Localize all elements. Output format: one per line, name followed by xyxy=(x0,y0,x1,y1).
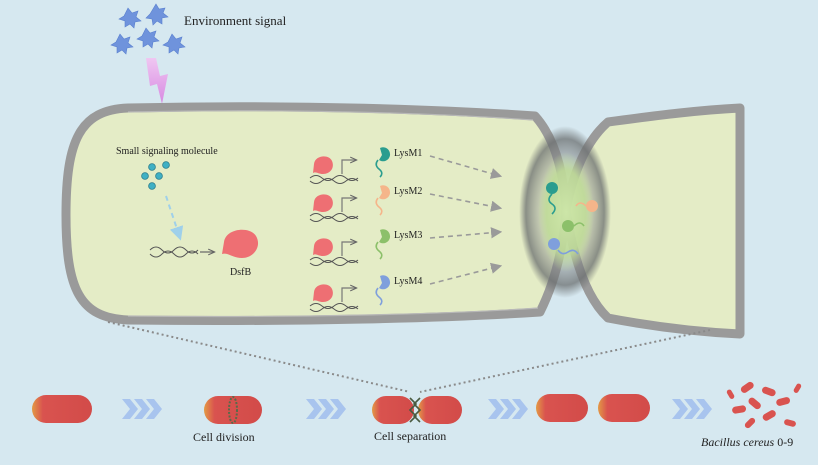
species-strain: 0-9 xyxy=(774,435,793,449)
signal-particle-icon xyxy=(145,3,169,26)
lysm4-label: LysM4 xyxy=(394,276,422,287)
septum-lysins xyxy=(546,182,598,255)
lysin-row-4: LysM4 xyxy=(309,262,503,312)
lysin-row-2: LysM2 xyxy=(309,185,503,222)
chevron-icon xyxy=(672,399,712,419)
lysm1-label: LysM1 xyxy=(394,148,422,159)
septum-lysm3 xyxy=(562,220,585,232)
lysm4-protein-icon xyxy=(375,275,391,306)
promoter-arrow-icon xyxy=(341,160,356,174)
daughter-bacterium-icon xyxy=(598,394,650,422)
bacterium-icon xyxy=(32,395,92,423)
zoom-line-right xyxy=(419,329,711,393)
septum-lysm4 xyxy=(548,238,579,255)
dsfb-gene-dna xyxy=(149,246,199,258)
signaling-pathway: Small signaling molecule DsfB xyxy=(116,146,259,278)
dividing-bacterium-icon xyxy=(204,396,262,424)
small-signaling-molecule-label: Small signaling molecule xyxy=(116,146,218,157)
cell-division-label: Cell division xyxy=(193,430,255,444)
lysm3-to-septum-arrow xyxy=(429,227,503,239)
dsfb-label: DsfB xyxy=(230,267,251,278)
signal-particle-icon xyxy=(118,7,142,29)
dsfb-protein-icon xyxy=(222,229,259,258)
zoom-line-left xyxy=(107,321,411,393)
signal-particle-icon xyxy=(110,33,134,55)
dsfb-bound-icon xyxy=(313,156,333,174)
lightning-icon xyxy=(146,58,168,104)
signal-particle-icon xyxy=(162,33,186,55)
lysin-gene-dna xyxy=(309,257,359,266)
chevron-icon xyxy=(122,399,162,419)
lysm1-protein-icon xyxy=(375,147,391,178)
dsfb-bound-icon xyxy=(313,238,333,256)
species-name: Bacillus cereus xyxy=(701,435,775,449)
cell-right-compartment xyxy=(561,103,745,339)
lysin-row-3: LysM3 xyxy=(309,227,503,266)
septum-lysm2 xyxy=(575,200,598,212)
signal-molecule-dots xyxy=(141,161,170,190)
septum-core xyxy=(538,152,594,272)
septum-lysm1 xyxy=(546,182,558,215)
cell-separation-label: Cell separation xyxy=(374,429,446,443)
cell-cycle-strip: Cell division Cell separation xyxy=(32,381,802,449)
lysm3-protein-icon xyxy=(375,229,391,260)
promoter-arrow-icon xyxy=(341,242,356,256)
environment-signal-group: Environment signal xyxy=(110,3,287,104)
lysin-row-1: LysM1 xyxy=(309,147,503,184)
scattered-bacteria-icon xyxy=(726,381,802,429)
separating-bacterium-icon xyxy=(372,396,462,424)
lysm2-protein-icon xyxy=(375,185,391,216)
promoter-arrow-icon xyxy=(341,288,356,302)
lysm3-label: LysM3 xyxy=(394,230,422,241)
signal-particles xyxy=(110,3,186,55)
species-label: Bacillus cereus 0-9 xyxy=(701,435,793,449)
environment-signal-label: Environment signal xyxy=(184,13,287,28)
chevron-icon xyxy=(488,399,528,419)
lysm2-label: LysM2 xyxy=(394,186,422,197)
lysm1-to-septum-arrow xyxy=(429,155,503,179)
lysm2-to-septum-arrow xyxy=(429,193,503,212)
chevron-icon xyxy=(306,399,346,419)
lysin-gene-dna xyxy=(309,303,359,312)
promoter-arrow-icon xyxy=(341,198,356,212)
main-cell xyxy=(61,102,745,339)
daughter-bacterium-icon xyxy=(536,394,588,422)
signal-to-regulator-arrow xyxy=(165,195,184,241)
signal-particle-icon xyxy=(136,27,160,49)
dsfb-bound-icon xyxy=(313,194,333,212)
lysin-gene-dna xyxy=(309,213,359,222)
lysm4-to-septum-arrow xyxy=(429,262,503,285)
lysin-gene-dna xyxy=(309,175,359,184)
dsfb-bound-icon xyxy=(313,284,333,302)
